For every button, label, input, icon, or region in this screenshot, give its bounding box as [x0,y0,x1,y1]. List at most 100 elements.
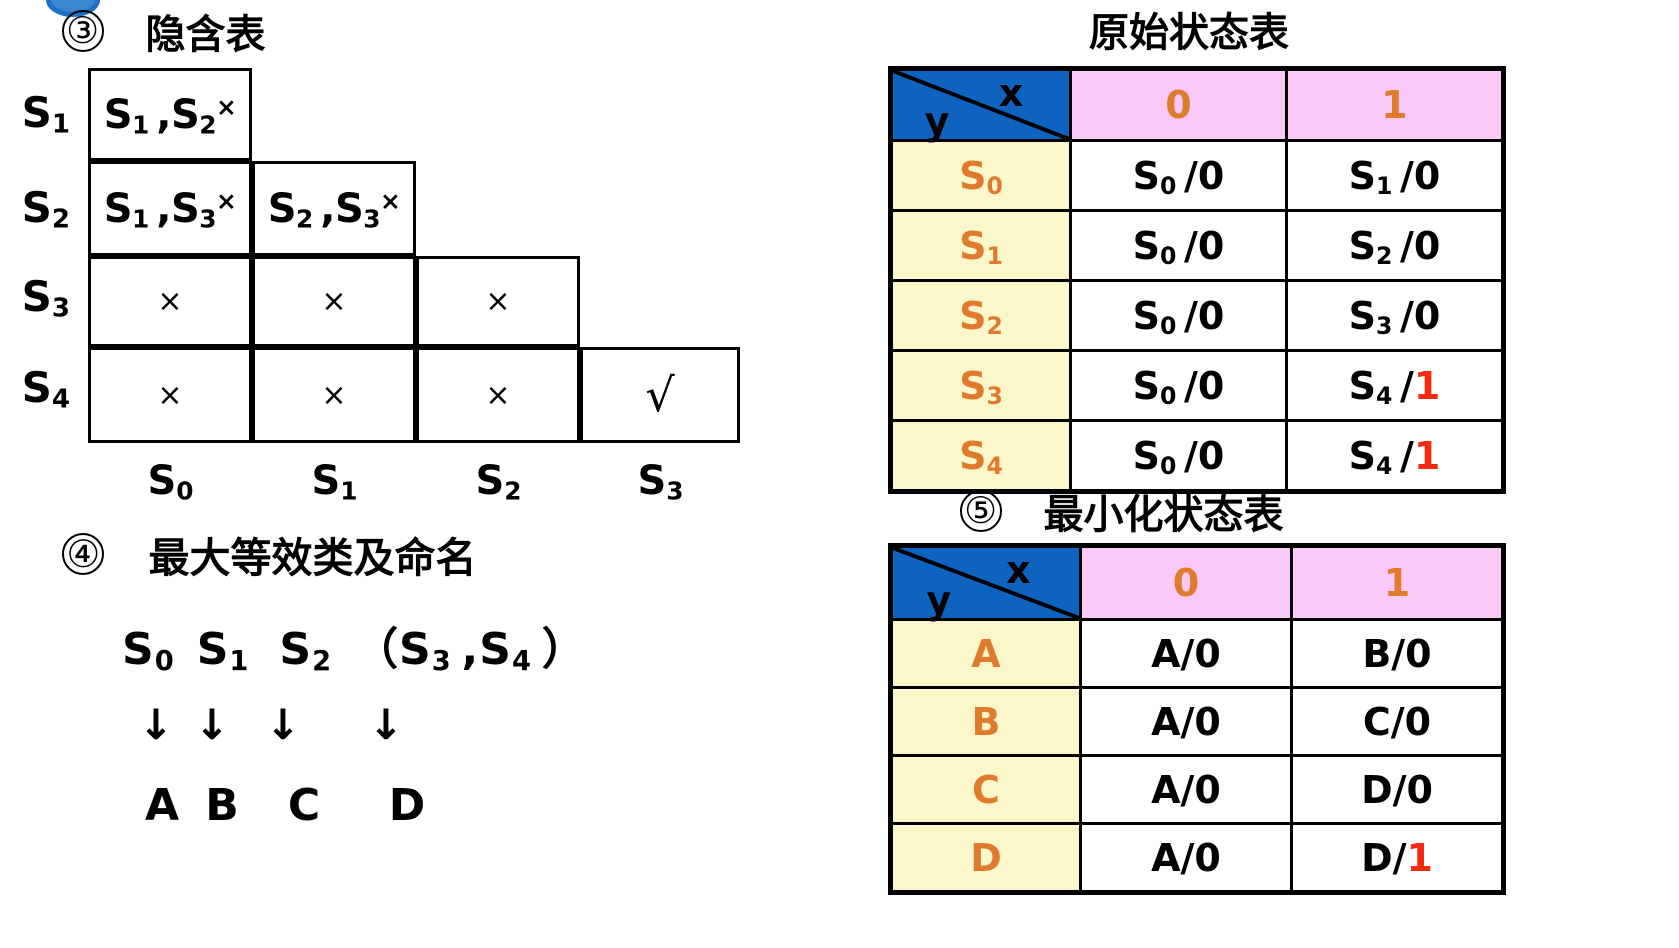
cell-s3-x0: S0 /0 [1069,349,1288,422]
imp-cell-s4-s1: × [252,347,416,443]
output-value-high: 1 [1413,433,1441,478]
column-header-1: 1 [1285,67,1505,142]
original-table-title: 原始状态表 [1089,10,1289,56]
cell-a-x0: A/0 [1079,618,1293,689]
imp-col-label-s3: S3 [637,458,684,506]
row-header-s0: S0 [889,139,1072,212]
imp-cell-s4-s3: √ [580,347,740,443]
cell-c-x0: A/0 [1079,754,1293,825]
equivalence-name-1: B [205,780,239,831]
equivalence-name-0: A [144,780,180,831]
row-header-a: A [889,618,1082,689]
imp-cell-s4-s0: × [88,347,252,443]
cell-s0-x0: S0 /0 [1069,139,1288,212]
equivalence-name-3: D [388,780,426,831]
table-header-row: x y 0 1 [889,544,1505,622]
output-value-high: 1 [1413,363,1441,408]
cell-d-x0: A/0 [1079,822,1293,894]
cell-c-x1: D/0 [1290,754,1505,825]
diagonal-divider-icon [893,71,1069,139]
imp-cell-s4-s2: × [416,347,580,443]
imp-cell-s1-s0: S1 ,S2× [88,68,252,161]
table-row: S1 S0 /0 S2 /0 [889,209,1505,282]
imp-col-label-s2: S2 [475,458,522,506]
implication-table-heading: ③ 隐含表 [62,2,266,60]
equivalence-arrow-row: ↓ ↓ ↓ ↓ [128,700,446,749]
imp-col-label-s0: S0 [147,458,194,506]
table-row: S4 S0 /0 S4 /1 [889,419,1505,493]
table-row: D A/0 D/1 [889,822,1505,894]
imp-cell-s3-s2: × [416,256,580,347]
row-header-s1: S1 [889,209,1072,282]
imp-cell-s3-s1: × [252,256,416,347]
imp-cell-content: S2 ,S3× [267,185,401,233]
equivalence-name-2: C [287,780,321,831]
column-header-0: 0 [1069,67,1288,142]
table-row: S3 S0 /0 S4 /1 [889,349,1505,422]
equivalence-class-0: S0 [122,624,175,677]
table-row: A A/0 B/0 [889,618,1505,689]
imp-cell-s3-s0: × [88,256,252,347]
axis-corner-cell: x y [889,544,1082,622]
cell-s3-x1: S4 /1 [1285,349,1505,422]
row-header-s2: S2 [889,279,1072,352]
imp-cell-content: S1 ,S2× [103,91,237,139]
cell-b-x1: C/0 [1290,686,1505,757]
equivalence-heading: ④ 最大等效类及命名 [62,524,476,584]
cell-s1-x0: S0 /0 [1069,209,1288,282]
imp-cell-content: × [321,284,347,319]
cell-s2-x0: S0 /0 [1069,279,1288,352]
imp-row-label-s3: S3 [21,272,70,324]
cell-s2-x1: S3 /0 [1285,279,1505,352]
equivalence-arrow-2: ↓ [265,700,301,749]
equivalence-arrow-1: ↓ [194,700,230,749]
equivalence-classes-row: S0 S1 S2 （S3 ,S4 ） [122,613,587,677]
axis-label-y: y [926,578,952,622]
imp-cell-content: × [157,284,183,319]
imp-row-label-s2: S2 [21,183,70,235]
axis-label-y: y [924,99,950,143]
column-header-0: 0 [1079,544,1293,621]
minimized-table-heading: ⑤ 最小化状态表 [960,482,1284,540]
imp-cell-content: S1 ,S3× [103,185,237,233]
table-row: S0 S0 /0 S1 /0 [889,139,1505,212]
row-header-s3: S3 [889,349,1072,422]
cell-s4-x0: S0 /0 [1069,419,1288,493]
equivalence-class-1: S1 [196,624,250,677]
imp-cell-content: × [485,377,511,413]
column-header-1: 1 [1290,544,1505,621]
row-header-d: D [889,822,1082,894]
table-row: C A/0 D/0 [889,754,1505,825]
imp-cell-s2-s1: S2 ,S3× [252,161,416,256]
output-value-high: 1 [1406,835,1433,880]
diagonal-divider-icon [893,548,1079,618]
row-header-b: B [889,686,1082,757]
implication-table-title: 隐含表 [145,12,266,58]
section-marker-5: ⑤ [960,490,1002,532]
equivalence-arrow-3: ↓ [368,700,404,749]
equivalence-title: 最大等效类及命名 [148,534,477,582]
equivalence-arrow-0: ↓ [138,700,174,749]
table-header-row: x y 0 1 [889,67,1505,143]
equivalence-class-3: （S3 ,S4 ） [354,624,587,677]
minimized-table-title: 最小化状态表 [1043,492,1284,538]
cell-s4-x1: S4 /1 [1285,419,1505,493]
cell-a-x1: B/0 [1290,618,1505,689]
cell-b-x0: A/0 [1079,686,1293,757]
imp-cell-content: × [321,377,347,413]
minimized-state-table: x y 0 1 A A/0 B/0 B A/0 C/0 C A/0 D/0 D … [888,543,1506,895]
row-header-c: C [889,754,1082,825]
axis-corner-cell: x y [889,67,1072,143]
axis-label-x: x [1006,548,1031,592]
cell-s0-x1: S1 /0 [1285,139,1505,212]
cell-s1-x1: S2 /0 [1285,209,1505,282]
table-row: B A/0 C/0 [889,686,1505,757]
imp-col-label-s1: S1 [311,458,358,506]
section-marker-4: ④ [62,532,105,576]
equivalence-class-2: S2 [279,624,333,677]
imp-row-label-s4: S4 [21,363,70,415]
cell-d-x1: D/1 [1290,822,1505,894]
axis-label-x: x [998,71,1024,115]
imp-row-label-s1: S1 [21,88,70,140]
